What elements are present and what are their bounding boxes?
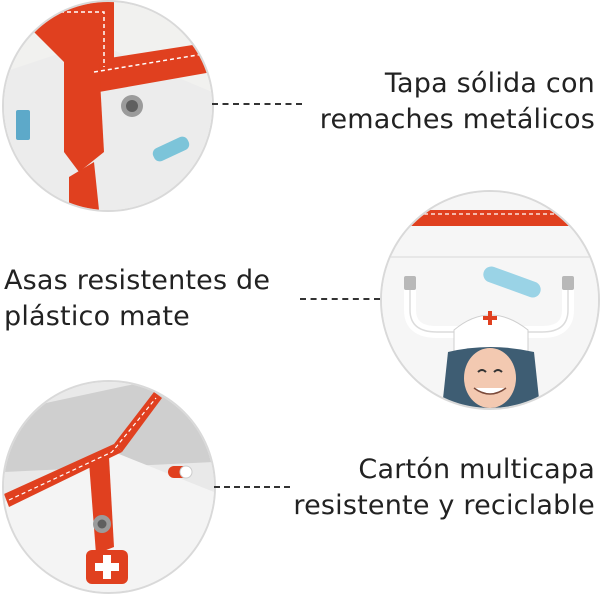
handles-label: Asas resistentes de plástico mate [4, 263, 294, 335]
lid-rivet-photo [2, 0, 214, 212]
cardboard-label-line1: Cartón multicapa [358, 454, 595, 485]
lid-connector-line [212, 103, 302, 105]
handles-label-line1: Asas resistentes de [4, 265, 271, 296]
cardboard-label-line2: resistente y reciclable [293, 490, 595, 521]
lid-label-line2: remaches metálicos [319, 104, 595, 135]
cardboard-label: Cartón multicapa resistente y reciclable [292, 452, 595, 524]
handle-photo [380, 190, 600, 410]
cardboard-photo [2, 380, 216, 594]
handles-label-line2: plástico mate [4, 301, 190, 332]
handles-connector-line [300, 298, 380, 300]
lid-label-line1: Tapa sólida con [384, 68, 595, 99]
lid-label: Tapa sólida con remaches metálicos [305, 66, 595, 138]
cardboard-connector-line [214, 486, 290, 488]
